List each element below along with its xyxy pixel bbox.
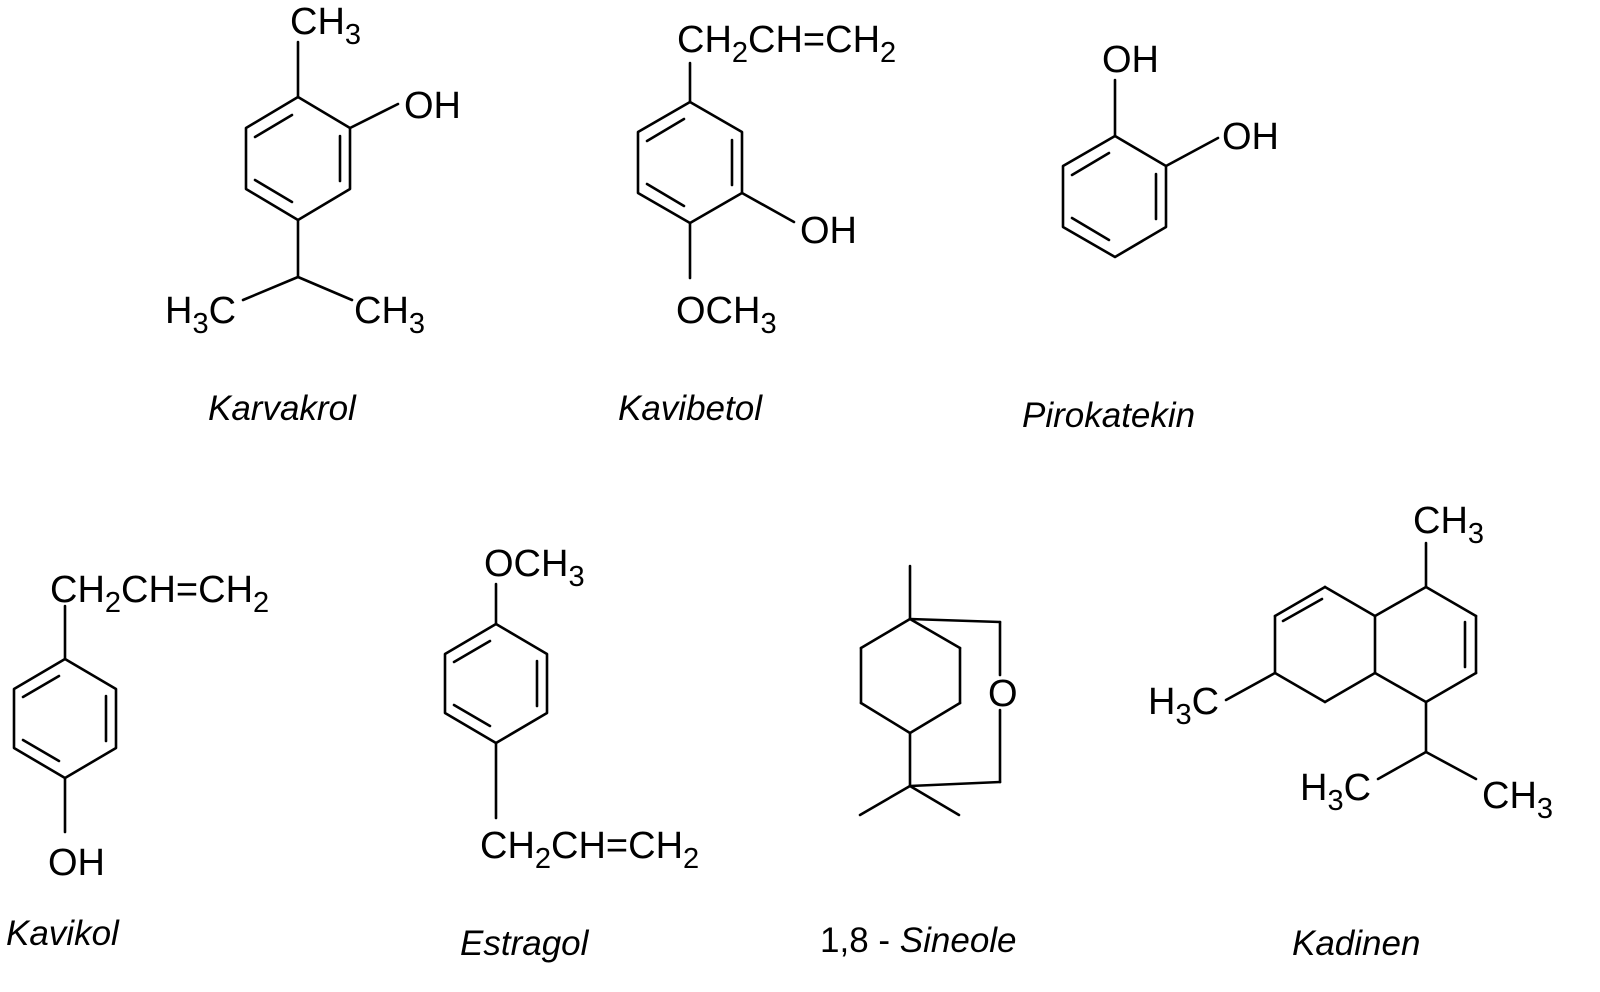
- sineole-oxygen-label: O: [988, 673, 1018, 715]
- estragol-methoxy-label: OCH3: [484, 543, 585, 593]
- pirokatekin-hydroxyl-top-label: OH: [1102, 39, 1159, 81]
- kavibetol-hydroxyl-label: OH: [800, 210, 857, 252]
- estragol-bonds: [443, 582, 549, 820]
- pirokatekin-hydroxyl-right-label: OH: [1222, 116, 1279, 158]
- kadinen-name: Kadinen: [1292, 924, 1420, 963]
- kavibetol-allyl-label: CH2CH=CH2: [677, 19, 896, 69]
- molecule-karvakrol: CH3 OH H3C CH3 Karvakrol: [165, 1, 461, 428]
- molecule-estragol: OCH3 CH2CH=CH2 Estragol: [443, 543, 699, 963]
- kavikol-hydroxyl-label: OH: [48, 842, 105, 884]
- kavibetol-bonds: [636, 61, 796, 280]
- molecule-kavikol: CH2CH=CH2 OH Kavikol: [6, 569, 269, 953]
- estragol-allyl-label: CH2CH=CH2: [480, 825, 699, 875]
- kadinen-bonds: [1224, 541, 1478, 781]
- karvakrol-methyl-left-label: H3C: [165, 290, 236, 340]
- molecule-kadinen: CH3 H3C H3C CH3 Kadinen: [1148, 500, 1553, 963]
- molecule-sineole: O 1,8 - Sineole: [820, 564, 1018, 960]
- sineole-name: 1,8 - Sineole: [820, 921, 1017, 960]
- kavibetol-methoxy-label: OCH3: [676, 290, 777, 340]
- kavibetol-name: Kavibetol: [618, 389, 763, 428]
- karvakrol-hydroxyl-label: OH: [404, 85, 461, 127]
- pirokatekin-name: Pirokatekin: [1022, 396, 1195, 435]
- molecule-pirokatekin: OH OH Pirokatekin: [1022, 39, 1279, 435]
- kavikol-name: Kavikol: [6, 914, 120, 953]
- kadinen-methyl-left-label: H3C: [1148, 681, 1219, 731]
- kadinen-isopropyl-left-label: H3C: [1300, 767, 1371, 817]
- sineole-bonds: [858, 564, 1002, 817]
- kavikol-allyl-label: CH2CH=CH2: [50, 569, 269, 619]
- estragol-name: Estragol: [460, 924, 590, 963]
- karvakrol-bonds: [241, 40, 400, 302]
- molecule-kavibetol: CH2CH=CH2 OH OCH3 Kavibetol: [618, 19, 896, 428]
- kadinen-methyl-top-label: CH3: [1413, 500, 1484, 550]
- karvakrol-methyl-right-label: CH3: [354, 290, 425, 340]
- pirokatekin-bonds: [1061, 78, 1220, 259]
- karvakrol-name: Karvakrol: [208, 389, 357, 428]
- kavikol-bonds: [12, 604, 118, 834]
- kadinen-isopropyl-right-label: CH3: [1482, 775, 1553, 825]
- karvakrol-methyl-label: CH3: [290, 1, 361, 51]
